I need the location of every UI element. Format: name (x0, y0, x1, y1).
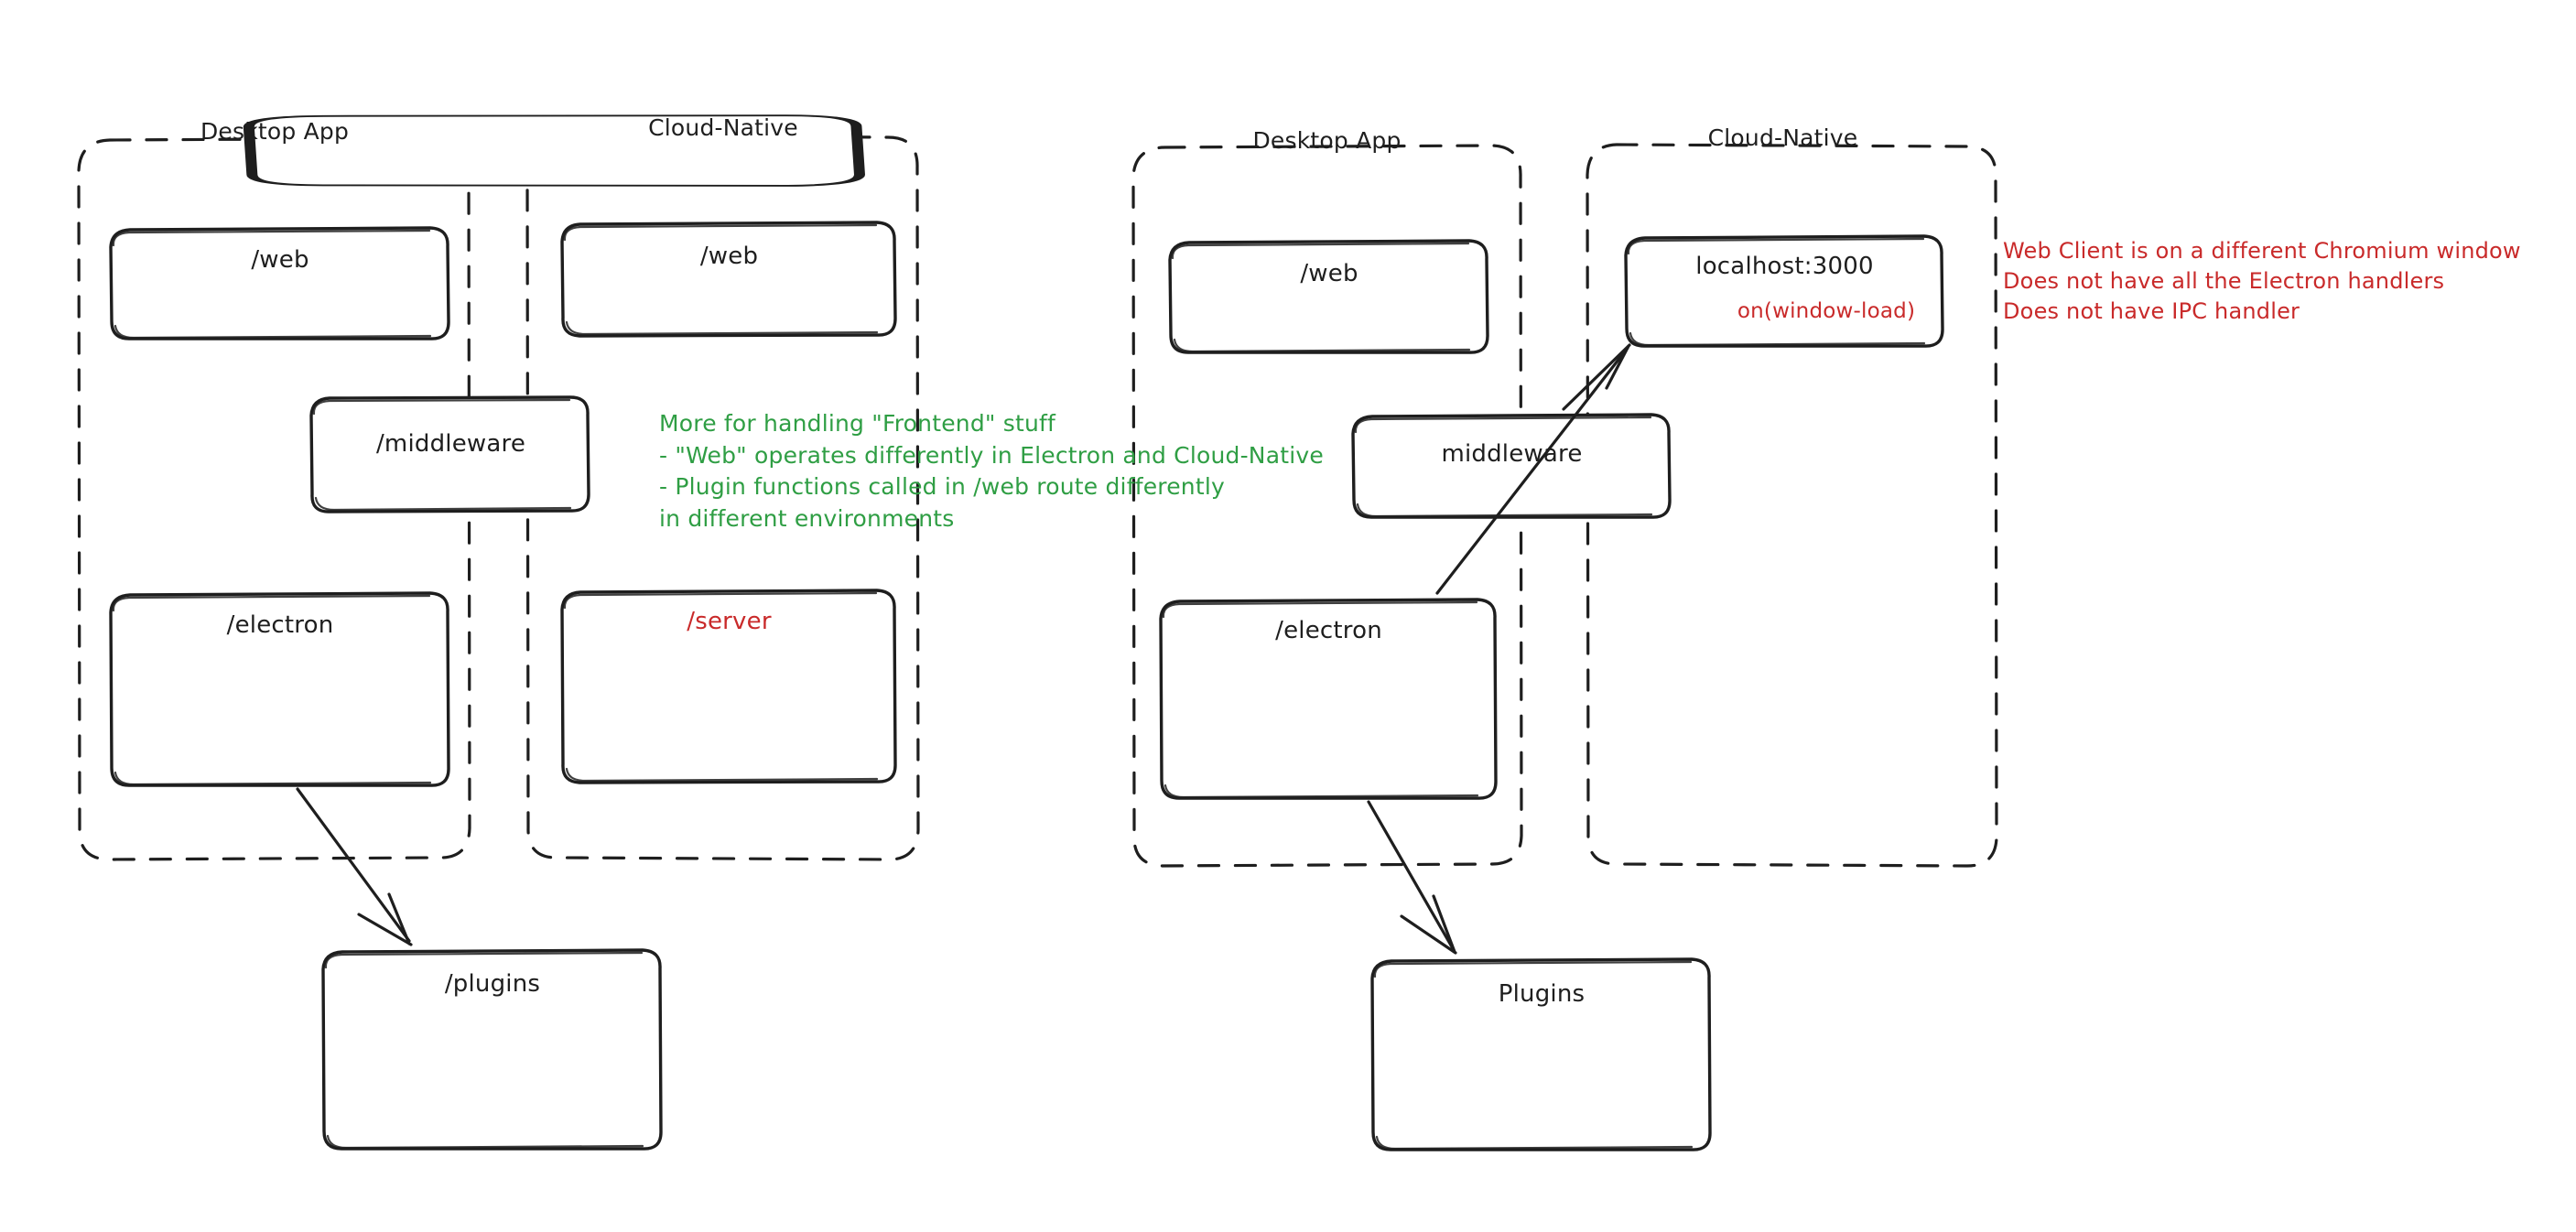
node-shape-left-desktop-web (243, 114, 865, 187)
node-label-left-electron: /electron (226, 611, 334, 639)
group-outline-left-desktop-app (77, 136, 471, 861)
note-green-line-1: More for handling "Frontend" stuff (659, 410, 1056, 437)
note-red-line-1: Web Client is on a different Chromium wi… (2003, 238, 2521, 264)
note-green-line-4: in different environments (659, 504, 955, 532)
arrow-right-electron-to-localhost (1435, 343, 1631, 595)
note-green-frontend: More for handling "Frontend" stuff - "We… (659, 408, 1324, 535)
node-label-right-middleware: middleware (1441, 440, 1583, 468)
node-label-left-middleware: /middleware (375, 430, 526, 458)
node-shapes-left (109, 221, 897, 1151)
note-green-line-2: - "Web" operates differently in Electron… (659, 441, 1324, 469)
note-red-web-client: Web Client is on a different Chromium wi… (2003, 236, 2521, 327)
group-title-left-cloud-native: Cloud-Native (648, 114, 798, 141)
node-label-left-cloud-web: /web (699, 243, 759, 270)
node-label-right-localhost: localhost:3000 (1695, 253, 1874, 280)
node-label-right-electron: /electron (1275, 617, 1382, 644)
arrow-left-electron-to-plugins (296, 787, 413, 946)
group-title-right-cloud-native: Cloud-Native (1707, 124, 1858, 151)
note-red-line-3: Does not have IPC handler (2003, 298, 2300, 325)
note-red-line-2: Does not have all the Electron handlers (2003, 268, 2445, 295)
group-outline-right-cloud-native (1586, 143, 1998, 868)
group-title-right-desktop-app: Desktop App (1252, 127, 1402, 154)
node-label-left-server: /server (687, 608, 772, 635)
node-label-right-plugins: Plugins (1498, 980, 1586, 1008)
node-label-right-desktop-web: /web (1300, 260, 1358, 287)
group-outline-right-desktop-app (1131, 144, 1523, 868)
node-label-left-plugins: /plugins (444, 970, 541, 998)
node-shapes-right (1159, 234, 1944, 1151)
arrow-right-electron-to-plugins (1367, 800, 1457, 955)
node-sublabel-right-localhost: on(window-load) (1737, 299, 1916, 323)
node-label-left-desktop-web: /web (251, 246, 309, 274)
note-green-line-3: - Plugin functions called in /web route … (659, 473, 1225, 500)
group-title-left-desktop-app: Desktop App (200, 118, 350, 145)
